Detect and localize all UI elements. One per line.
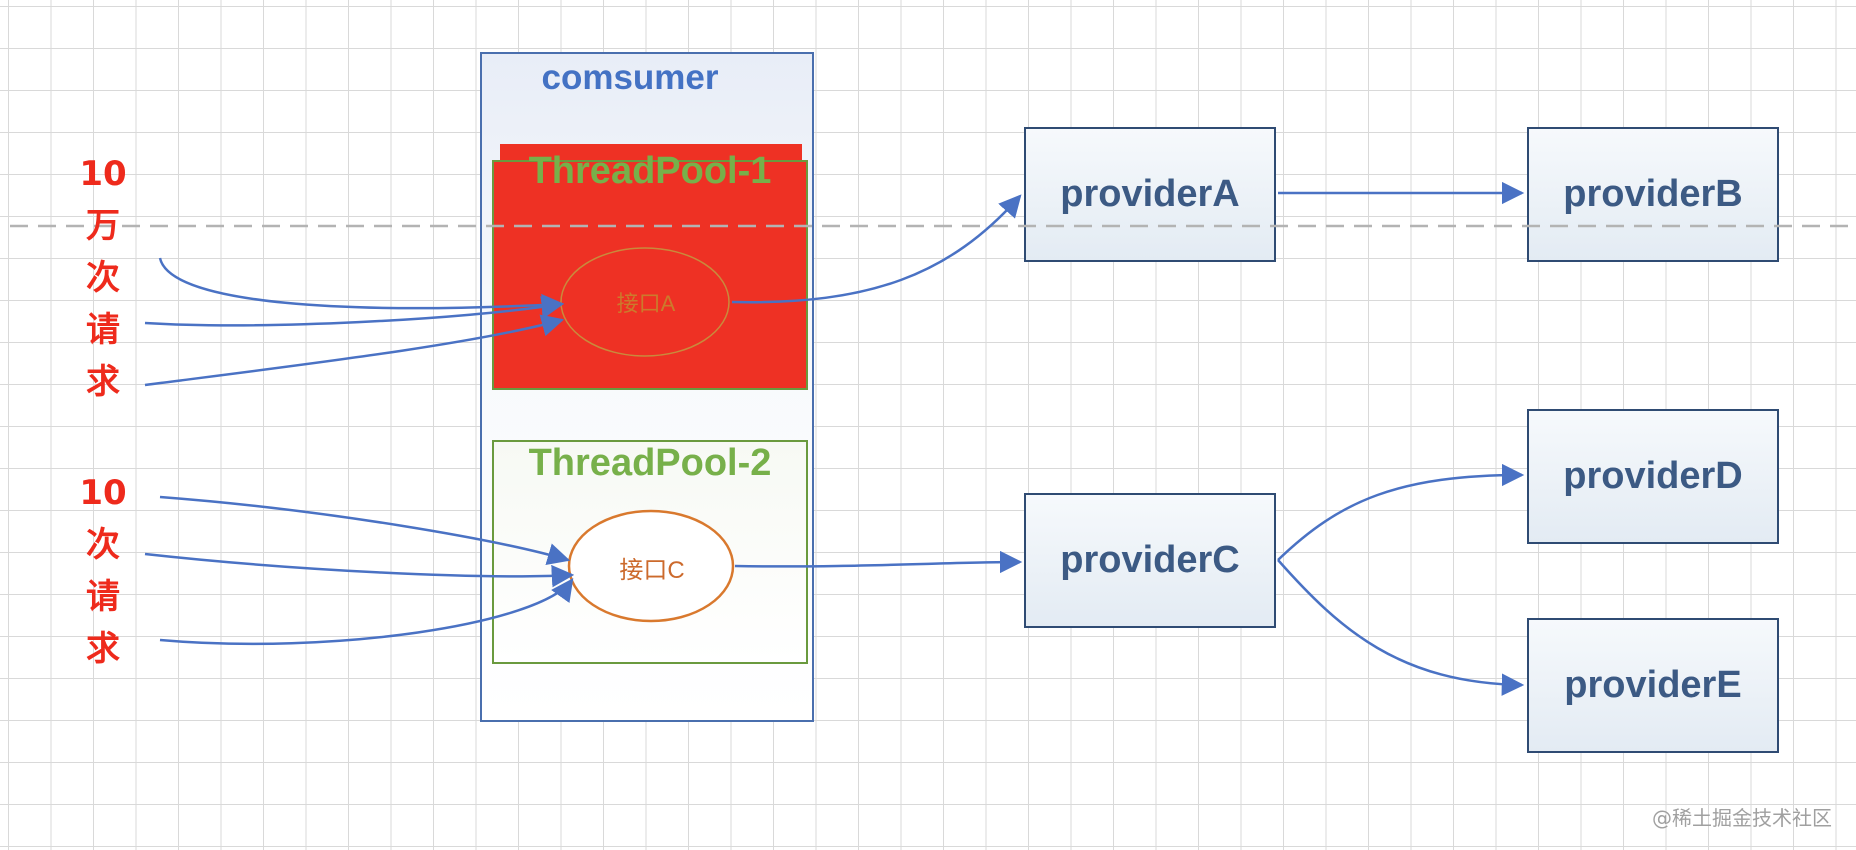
- arrow-interface-a-to-provider-a: [731, 194, 1022, 304]
- watermark: @稀土掘金技术社区: [1652, 806, 1832, 830]
- request-arrow-1a: [158, 257, 565, 317]
- provider-a-label: providerA: [1060, 173, 1240, 215]
- request-label-1-char: 求: [86, 362, 120, 402]
- provider-a-box: providerA: [1024, 127, 1276, 262]
- thread-pool-2-box: [492, 440, 808, 664]
- request-arrow-2c: [159, 578, 574, 646]
- request-label-1-char: 10: [79, 154, 127, 194]
- consumer-title: comsumer: [541, 58, 719, 97]
- request-arrow-1b: [144, 296, 565, 327]
- arrow-provider-c-to-provider-e: [1277, 559, 1525, 696]
- thread-pool-1-title: ThreadPool-1: [528, 150, 772, 192]
- request-arrow-2a: [159, 495, 571, 566]
- provider-c-label: providerC: [1060, 539, 1240, 581]
- provider-b-box: providerB: [1527, 127, 1779, 262]
- provider-d-label: providerD: [1563, 455, 1743, 497]
- provider-d-box: providerD: [1527, 409, 1779, 544]
- provider-e-label: providerE: [1564, 664, 1742, 706]
- thread-pool-2-title: ThreadPool-2: [528, 442, 772, 484]
- request-arrow-2b: [144, 552, 575, 588]
- request-label-2-char: 求: [86, 629, 120, 669]
- request-label-2-char: 请: [86, 577, 120, 617]
- request-label-1-char: 次: [86, 258, 120, 298]
- interface-a-label: 接口A: [616, 291, 676, 316]
- request-label-group-2: 10 次 请 求: [68, 467, 138, 675]
- request-label-1-char: 请: [86, 310, 120, 350]
- arrow-provider-c-to-provider-d: [1277, 463, 1525, 561]
- provider-e-box: providerE: [1527, 618, 1779, 753]
- thread-pool-1-box: [492, 160, 808, 390]
- interface-c-label: 接口C: [619, 557, 685, 584]
- request-label-2-char: 10: [79, 473, 127, 513]
- request-arrow-1c: [144, 314, 565, 387]
- request-label-2-char: 次: [86, 525, 120, 565]
- arrow-interface-c-to-provider-c: [734, 550, 1023, 574]
- provider-b-label: providerB: [1563, 173, 1743, 215]
- provider-c-box: providerC: [1024, 493, 1276, 628]
- request-label-1-char: 万: [86, 206, 120, 246]
- request-label-group-1: 10 万 次 请 求: [68, 148, 138, 408]
